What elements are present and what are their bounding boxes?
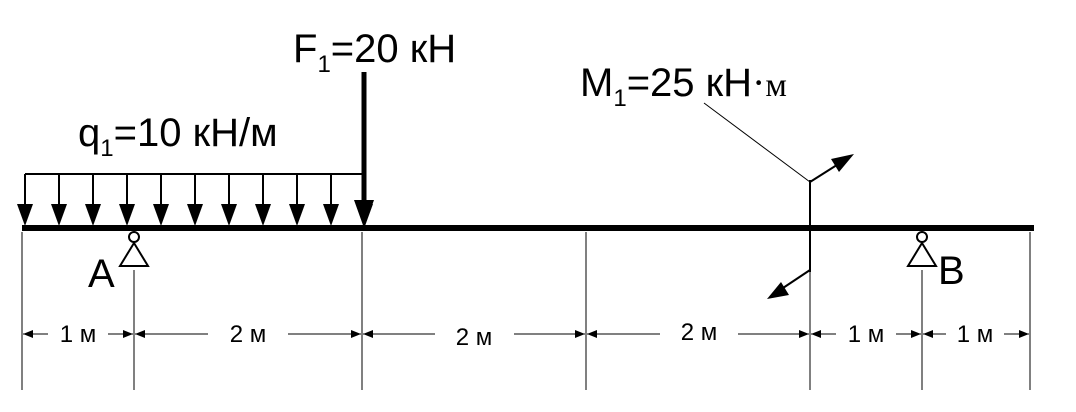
distributed-load: [17, 173, 373, 226]
distributed-load-arrow-head: [187, 204, 203, 226]
dim-label-6: 1 м: [957, 321, 994, 348]
distributed-load-arrows: [17, 174, 373, 226]
support-a: [118, 231, 150, 267]
force-arrow-head: [354, 200, 374, 228]
distributed-load-label: q1=10 кН/м: [78, 111, 278, 162]
distributed-load-arrow-head: [221, 204, 237, 226]
dim-label-3: 2 м: [456, 324, 493, 351]
moment-arrow-lower: [779, 269, 811, 291]
force-label: F1=20 кН: [293, 27, 456, 78]
moment-arrowhead-lower: [767, 282, 789, 299]
moment-m1: [703, 102, 854, 299]
distributed-load-arrow-head: [323, 204, 339, 226]
dim-label-5: 1 м: [848, 321, 885, 348]
support-b-label: B: [938, 249, 965, 293]
moment-arrowhead-upper: [831, 154, 854, 172]
support-b-pin: [916, 231, 928, 243]
distributed-load-arrow-head: [255, 204, 271, 226]
support-b: [906, 231, 938, 267]
support-b-triangle: [906, 241, 938, 267]
moment-arrow-upper: [809, 162, 841, 183]
distributed-load-arrow-head: [85, 204, 101, 226]
dim-label-4: 2 м: [681, 319, 718, 346]
dim-label-2: 2 м: [230, 321, 267, 348]
force-f1: [354, 72, 374, 228]
support-a-triangle: [118, 241, 150, 267]
extension-lines: [21, 232, 1031, 390]
moment-leader-line: [703, 102, 811, 183]
distributed-load-arrow-head: [289, 204, 305, 226]
dim-label-1: 1 м: [60, 321, 97, 348]
distributed-load-arrow-head: [51, 204, 67, 226]
moment-label: M1=25 кН·м: [580, 60, 787, 112]
distributed-load-arrow-head: [119, 204, 135, 226]
distributed-load-arrow-head: [153, 204, 169, 226]
dimension-labels: 1 м 2 м 2 м 2 м 1 м 1 м: [60, 319, 994, 351]
support-a-pin: [128, 231, 140, 243]
support-a-label: A: [88, 252, 115, 296]
distributed-load-arrow-head: [17, 204, 33, 226]
